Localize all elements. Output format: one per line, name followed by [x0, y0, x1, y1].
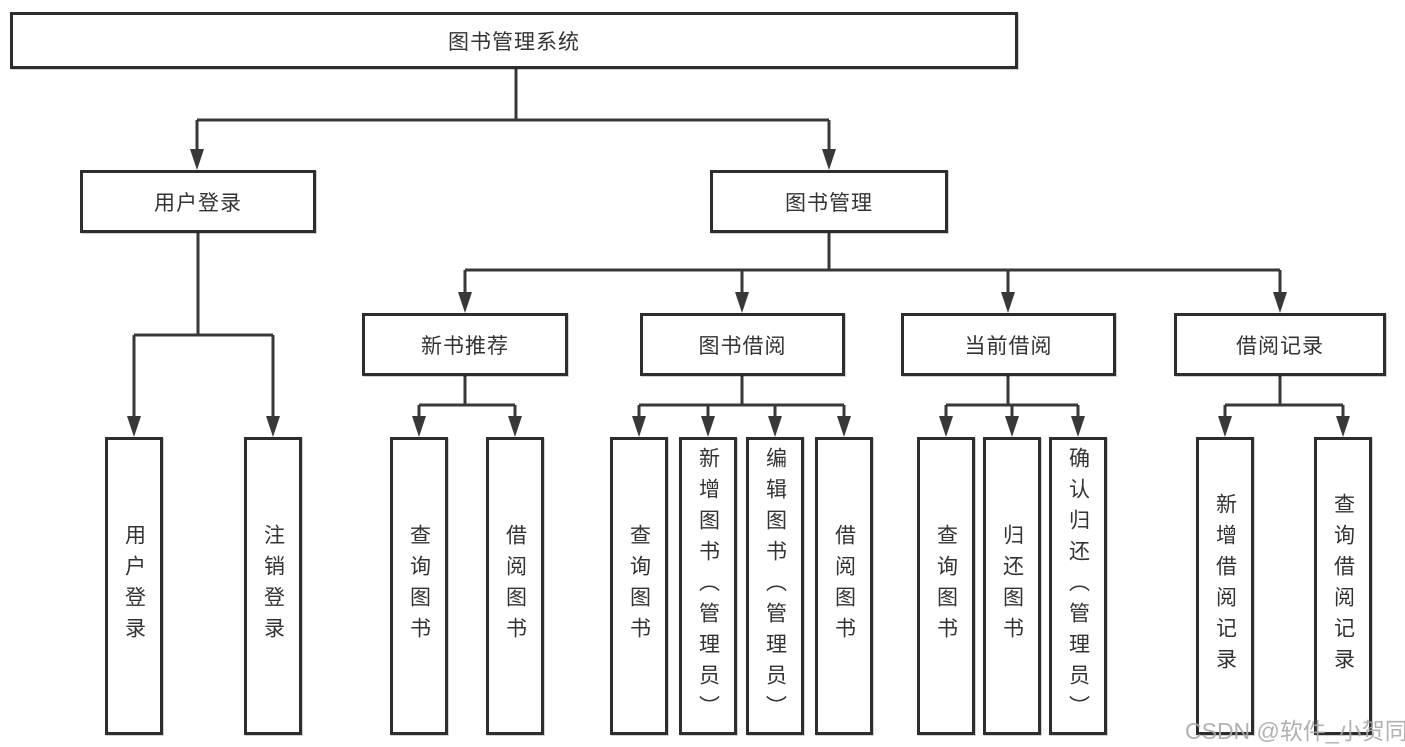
node-label: 新书推荐 — [421, 334, 509, 358]
leaf-query-books: 查询图书 — [610, 437, 668, 735]
node-label: 用户登录 — [122, 524, 146, 648]
node-user-login: 用户登录 — [80, 170, 316, 233]
node-current-borrowing: 当前借阅 — [901, 313, 1116, 376]
node-label: 归还图书 — [1000, 524, 1024, 648]
leaf-edit-books-admin: 编辑图书（管理员） — [746, 437, 804, 735]
node-label: 确认归还（管理员） — [1066, 446, 1090, 726]
node-borrowing-records: 借阅记录 — [1174, 313, 1386, 376]
node-label: 借阅记录 — [1236, 334, 1324, 358]
node-label: 查询图书 — [407, 524, 431, 648]
leaf-return-books: 归还图书 — [983, 437, 1041, 735]
node-label: 借阅图书 — [832, 524, 856, 648]
leaf-add-borrow-record: 新增借阅记录 — [1196, 437, 1254, 735]
leaf-query-books: 查询图书 — [390, 437, 448, 735]
node-label: 图书借阅 — [698, 334, 787, 358]
node-label: 借阅图书 — [503, 524, 527, 648]
node-label: 查询借阅记录 — [1331, 493, 1355, 679]
leaf-add-books-admin: 新增图书（管理员） — [679, 437, 737, 735]
node-label: 用户登录 — [154, 191, 242, 215]
node-label: 当前借阅 — [964, 334, 1053, 358]
node-book-borrowing: 图书借阅 — [640, 313, 845, 376]
node-label: 新增图书（管理员） — [696, 446, 720, 726]
leaf-query-borrow-record: 查询借阅记录 — [1314, 437, 1372, 735]
leaf-logout: 注销登录 — [244, 437, 302, 735]
node-library-management-system: 图书管理系统 — [10, 12, 1018, 69]
node-label: 编辑图书（管理员） — [763, 446, 787, 726]
node-label: 注销登录 — [261, 524, 285, 648]
leaf-query-books: 查询图书 — [917, 437, 975, 735]
leaf-user-login: 用户登录 — [105, 437, 163, 735]
leaf-borrow-books: 借阅图书 — [486, 437, 544, 735]
node-label: 图书管理系统 — [448, 30, 580, 54]
node-label: 图书管理 — [785, 191, 873, 215]
node-label: 新增借阅记录 — [1213, 493, 1237, 679]
node-label: 查询图书 — [627, 524, 651, 648]
leaf-confirm-return-admin: 确认归还（管理员） — [1049, 437, 1107, 735]
leaf-borrow-books: 借阅图书 — [815, 437, 873, 735]
arrowheads — [127, 149, 1350, 437]
node-new-book-recommend: 新书推荐 — [362, 313, 568, 376]
node-book-management: 图书管理 — [710, 170, 948, 233]
node-label: 查询图书 — [934, 524, 958, 648]
csdn-watermark: CSDN @软件_小贺同学 — [1185, 718, 1405, 744]
